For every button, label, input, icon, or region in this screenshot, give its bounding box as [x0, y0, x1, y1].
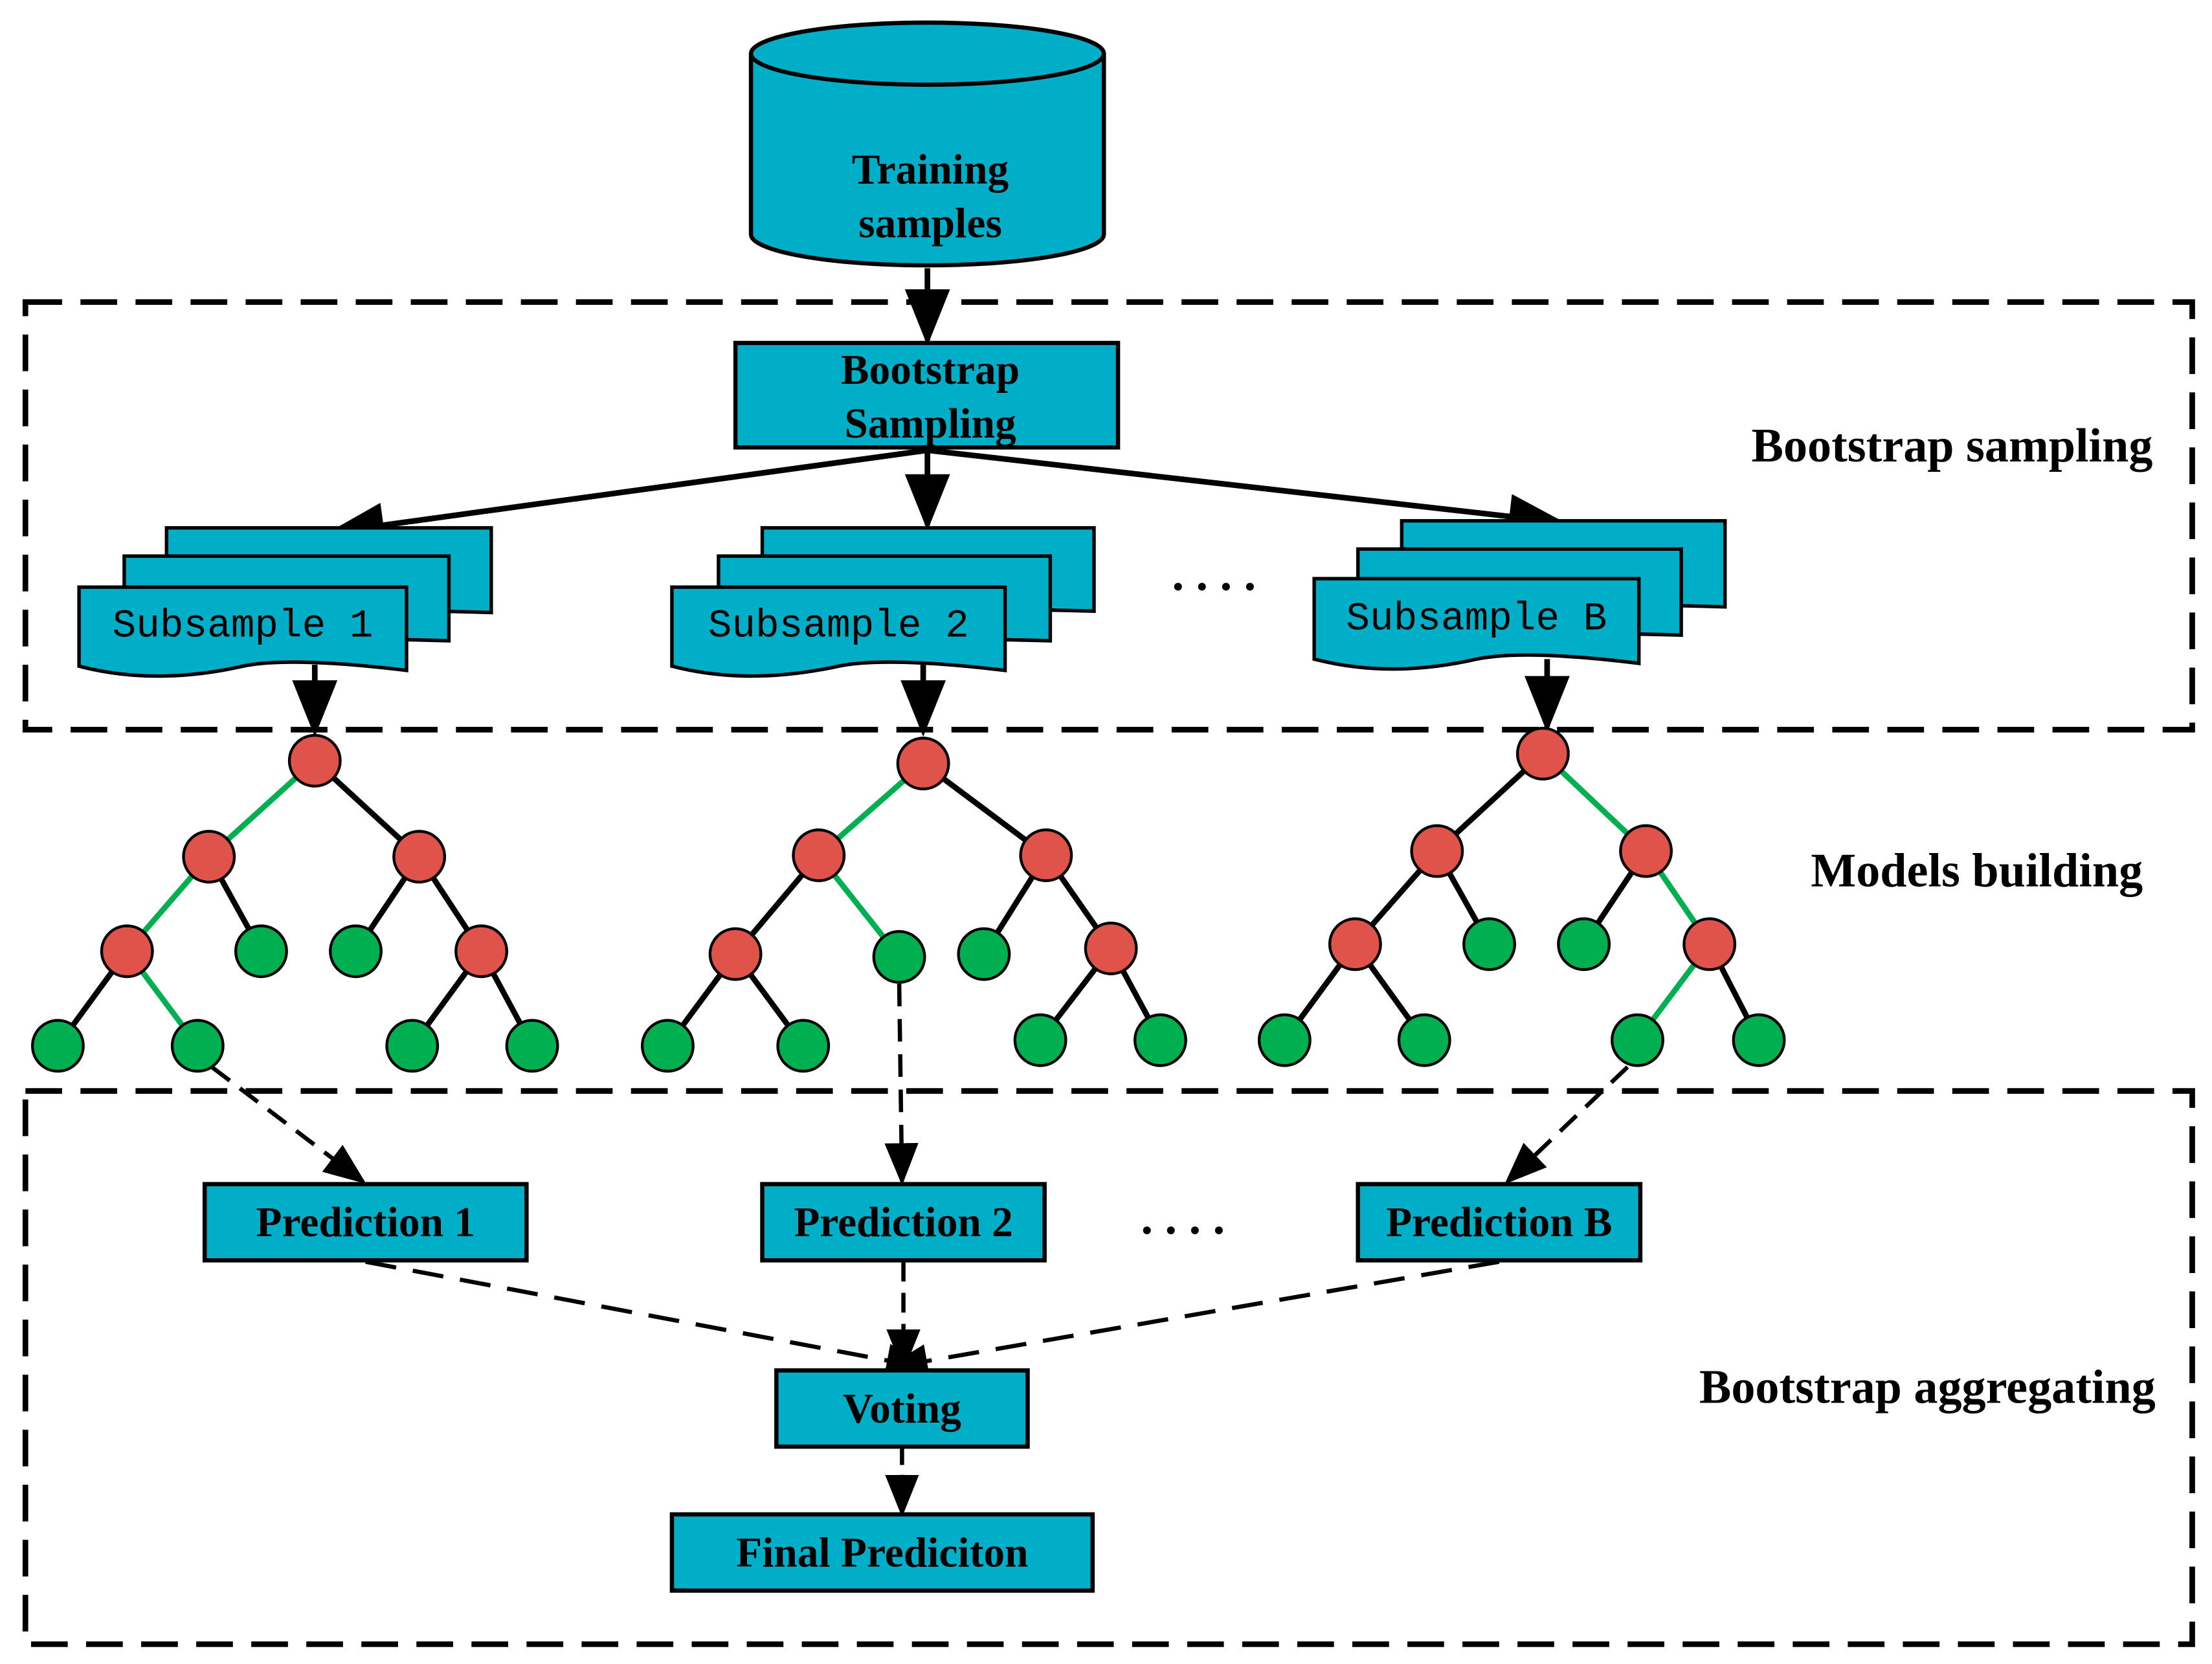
tree-leaf	[1013, 1013, 1067, 1067]
arrow-bootstrap-to-subsample-b	[927, 447, 1566, 539]
prediction-box-2: Prediction 2	[760, 1182, 1047, 1263]
tree-node	[454, 924, 509, 979]
subsample-label-2: Subsample 2	[708, 604, 969, 649]
subsample-stack-b: Subsample B	[1312, 518, 1727, 671]
tree-leaf	[640, 1019, 695, 1073]
subsample-label-b: Subsample B	[1346, 597, 1607, 642]
arrow-bootstrap-to-subsample-1	[327, 447, 928, 548]
prediction-label-1: Prediction 1	[256, 1199, 476, 1246]
subsample-stack-1: Subsample 1	[77, 526, 493, 678]
voting-box: Voting	[774, 1368, 1030, 1449]
prediction-label-b: Prediction B	[1386, 1199, 1612, 1246]
training-samples-database: Training samples	[748, 20, 1106, 268]
tree-leaf	[957, 927, 1011, 981]
prediction-box-1: Prediction 1	[202, 1182, 529, 1263]
tree-node	[792, 828, 846, 882]
bootstrap-sampling-box: Bootstrap Sampling	[733, 340, 1121, 450]
tree-leaf	[1611, 1013, 1664, 1067]
arrow-leaf-to-prediction-2	[884, 983, 919, 1186]
tree-leaf	[30, 1019, 85, 1073]
tree-node	[708, 927, 763, 981]
tree-leaf	[170, 1019, 225, 1073]
arrow-leaf-to-prediction-1	[210, 1065, 366, 1184]
tree-node	[1515, 727, 1570, 781]
decision-tree-1	[30, 733, 559, 1073]
tree-node	[1328, 917, 1382, 971]
decision-tree-2	[640, 737, 1187, 1073]
tree-node	[100, 924, 154, 979]
tree-leaf	[1462, 917, 1516, 971]
ellipsis-predictions: . . . .	[1141, 1192, 1225, 1245]
tree-leaf	[1732, 1013, 1786, 1067]
tree-leaf	[872, 930, 926, 984]
tree-node	[287, 733, 342, 788]
bootstrap-sampling-frame	[22, 299, 2195, 733]
final-label: Final Prediciton	[736, 1530, 1028, 1577]
tree-node	[1682, 917, 1737, 971]
section-label-building: Models building	[1811, 844, 2143, 897]
tree-leaf	[1557, 917, 1611, 971]
tree-leaf	[505, 1019, 559, 1073]
tree-leaf	[1397, 1013, 1451, 1067]
bootstrap-aggregating-frame	[22, 1088, 2195, 1647]
final-prediction-box: Final Prediciton	[669, 1512, 1095, 1593]
arrow-prediction-1-to-voting	[365, 1259, 929, 1377]
tree-leaf	[385, 1019, 440, 1073]
tree-leaf	[329, 924, 383, 979]
tree-leaf	[1257, 1013, 1312, 1067]
decision-tree-b	[1257, 727, 1786, 1067]
tree-node	[1619, 824, 1673, 878]
section-label-aggregating: Bootstrap aggregating	[1699, 1361, 2156, 1414]
ellipsis-subsamples: . . . .	[1172, 548, 1256, 601]
tree-node	[896, 737, 950, 791]
tree-leaf	[1134, 1013, 1187, 1067]
bootstrap-box-line2: Sampling	[844, 401, 1016, 447]
subsample-label-1: Subsample 1	[113, 604, 374, 649]
tree-node	[1019, 828, 1073, 882]
tree-node	[1410, 824, 1464, 878]
arrow-prediction-b-to-voting	[885, 1259, 1500, 1378]
bootstrap-box-line1: Bootstrap	[841, 347, 1020, 394]
voting-label: Voting	[843, 1386, 961, 1432]
arrow-leaf-to-prediction-b	[1504, 1065, 1629, 1184]
subsample-stack-2: Subsample 2	[670, 526, 1096, 678]
tree-leaf	[234, 924, 288, 979]
training-label-line2: samples	[858, 200, 1002, 247]
prediction-box-b: Prediction B	[1356, 1182, 1643, 1263]
tree-node	[182, 830, 236, 884]
tree-leaf	[776, 1019, 831, 1073]
training-label-line1: Training	[852, 147, 1009, 194]
section-label-sampling: Bootstrap sampling	[1752, 419, 2153, 472]
tree-node	[392, 830, 447, 884]
tree-node	[1084, 921, 1138, 975]
prediction-label-2: Prediction 2	[794, 1199, 1013, 1246]
